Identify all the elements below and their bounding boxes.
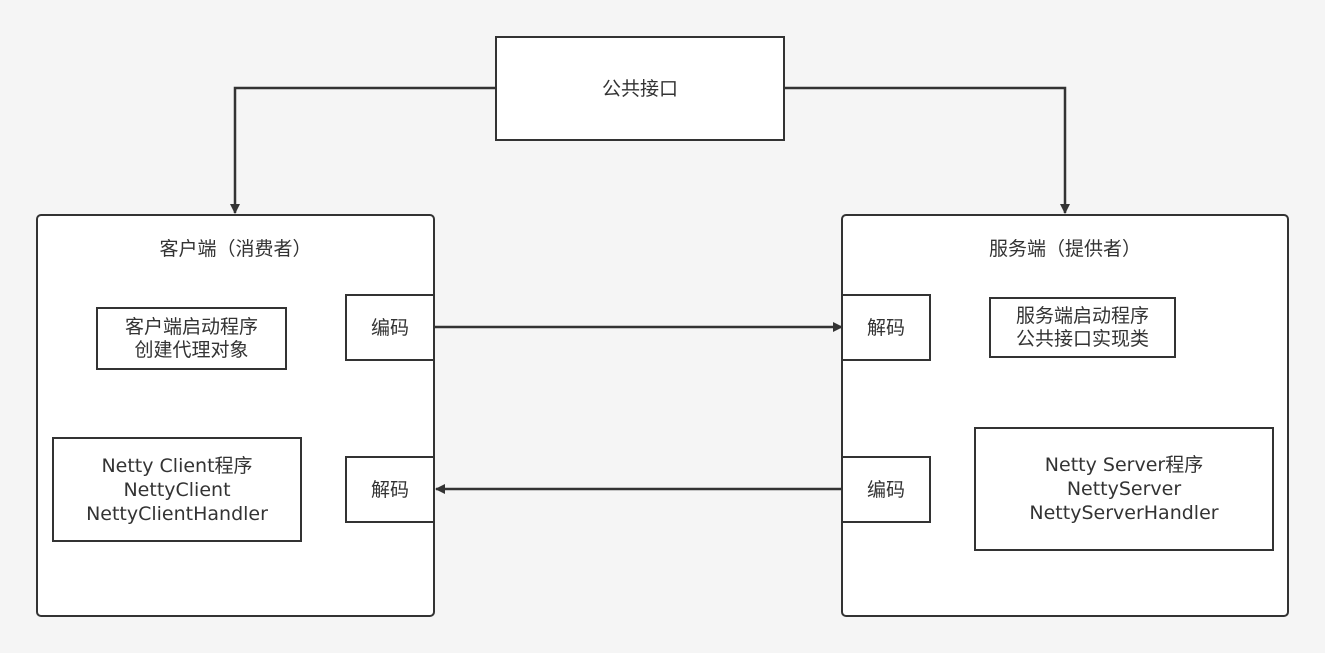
- client-bootstrap-line-2: 创建代理对象: [134, 338, 249, 361]
- server-encode-node: 编码: [841, 456, 931, 523]
- client-netty-line-1: Netty Client程序: [101, 454, 253, 477]
- client-netty-node: Netty Client程序 NettyClient NettyClientHa…: [52, 437, 302, 542]
- client-title: 客户端（消费者）: [159, 238, 312, 260]
- server-netty-line-3: NettyServerHandler: [1029, 502, 1219, 524]
- public-interface-label: 公共接口: [601, 77, 678, 100]
- client-decode-label: 解码: [370, 478, 409, 501]
- client-netty-line-2: NettyClient: [123, 478, 231, 501]
- server-netty-node: Netty Server程序 NettyServer NettyServerHa…: [974, 427, 1274, 551]
- server-bootstrap-node: 服务端启动程序 公共接口实现类: [989, 297, 1176, 358]
- edge-interface-to-server: [784, 86, 1070, 214]
- client-netty-line-3: NettyClientHandler: [86, 502, 268, 525]
- public-interface-node: 公共接口: [495, 36, 785, 141]
- server-title: 服务端（提供者）: [988, 238, 1141, 260]
- client-decode-node: 解码: [345, 456, 435, 523]
- edge-interface-to-client: [230, 86, 496, 214]
- server-encode-label: 编码: [866, 478, 905, 501]
- client-container: 客户端（消费者）: [36, 214, 435, 617]
- client-encode-node: 编码: [345, 294, 435, 361]
- server-decode-node: 解码: [841, 294, 931, 361]
- client-bootstrap-line-1: 客户端启动程序: [124, 315, 258, 338]
- server-netty-line-1: Netty Server程序: [1044, 454, 1204, 476]
- server-container: 服务端（提供者）: [841, 214, 1289, 617]
- client-encode-label: 编码: [370, 316, 409, 339]
- server-bootstrap-line-1: 服务端启动程序: [1015, 304, 1149, 327]
- server-bootstrap-line-2: 公共接口实现类: [1015, 327, 1149, 350]
- client-bootstrap-node: 客户端启动程序 创建代理对象: [96, 307, 287, 370]
- server-netty-line-2: NettyServer: [1066, 478, 1182, 500]
- server-decode-label: 解码: [866, 316, 905, 339]
